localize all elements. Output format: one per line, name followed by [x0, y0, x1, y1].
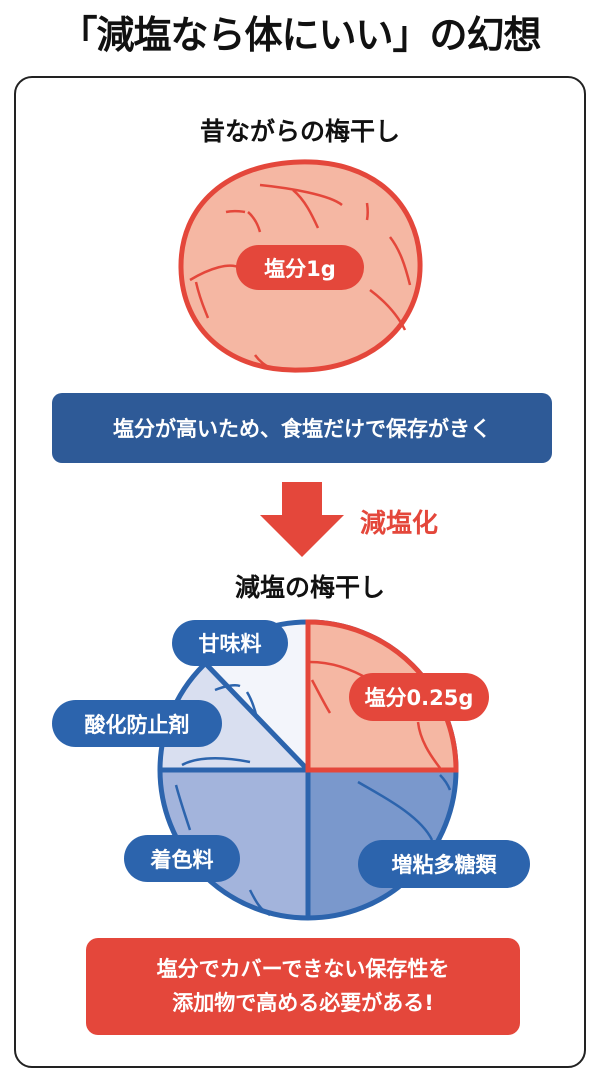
conclusion-box: 塩分でカバーできない保存性を 添加物で高める必要がある! [86, 938, 520, 1035]
page-title: 「減塩なら体にいい」の幻想 [59, 12, 541, 57]
salt-025g-label: 塩分0.25g [349, 673, 489, 721]
conclusion-line-2: 添加物で高める必要がある! [172, 991, 434, 1015]
reduced-heading: 減塩の梅干し [234, 573, 385, 602]
thickener-label: 増粘多糖類 [358, 840, 530, 888]
sweetener-label: 甘味料 [172, 620, 288, 666]
traditional-banner: 塩分が高いため、食塩だけで保存がきく [52, 393, 552, 463]
antioxidant-label: 酸化防止剤 [52, 700, 222, 747]
down-arrow-icon [260, 482, 344, 557]
content-frame [14, 76, 586, 1068]
traditional-heading: 昔ながらの梅干し [199, 117, 400, 146]
coloring-label: 着色料 [124, 835, 240, 882]
salt-reduction-label: 減塩化 [360, 509, 439, 539]
conclusion-line-1: 塩分でカバーできない保存性を [156, 957, 450, 981]
salt-1g-label: 塩分1g [236, 245, 364, 290]
